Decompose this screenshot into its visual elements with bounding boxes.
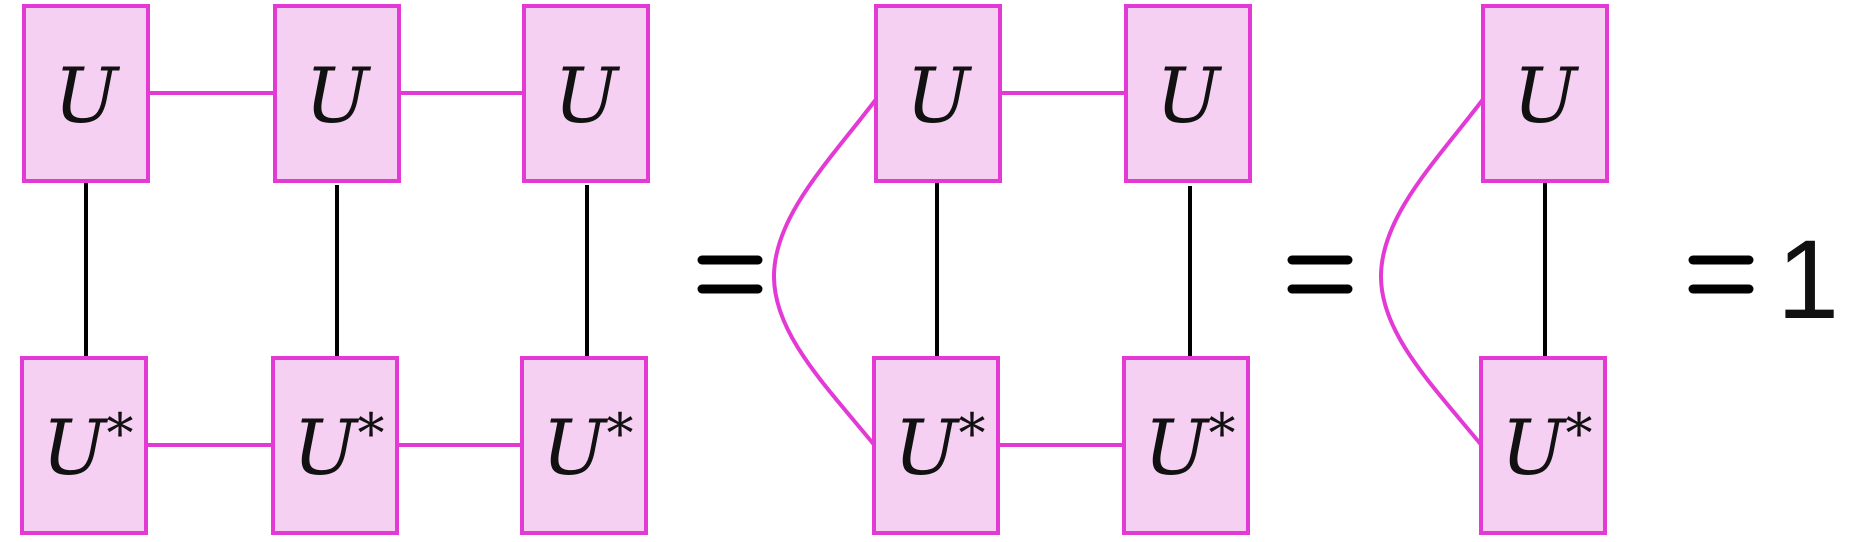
tensor-label: U — [894, 403, 961, 492]
tensor-u-conjugate: U * — [20, 356, 148, 535]
tensor-u: U — [1481, 4, 1609, 183]
result-value: 1 — [1777, 217, 1839, 342]
tensor-u: U — [273, 4, 401, 183]
tensor-label: U — [554, 51, 621, 140]
tensor-u-conjugate: U * — [520, 356, 648, 535]
tensor-u-conjugate: U * — [1122, 356, 1250, 535]
tensor-label: U — [1501, 403, 1568, 492]
equals-sign — [1287, 255, 1353, 294]
tensor-label: U — [305, 51, 372, 140]
tensor-label: U — [1156, 51, 1223, 140]
tensor-u: U — [22, 4, 150, 183]
group-two-sites: U U U * U * — [771, 4, 1252, 535]
tensor-u: U — [1124, 4, 1252, 183]
conjugate-mark: * — [959, 402, 986, 465]
contracted-loop — [771, 96, 882, 454]
tensor-label: U — [1513, 51, 1580, 140]
conjugate-mark: * — [358, 402, 385, 465]
tensor-u-conjugate: U * — [271, 356, 399, 535]
conjugate-mark: * — [107, 402, 134, 465]
tensor-label: U — [906, 51, 973, 140]
equals-sign — [1688, 255, 1754, 294]
tensor-label: U — [1144, 403, 1211, 492]
tensor-u-conjugate: U * — [1479, 356, 1607, 535]
tensor-label: U — [542, 403, 609, 492]
tensor-label: U — [54, 51, 121, 140]
tensor-label: U — [293, 403, 360, 492]
conjugate-mark: * — [1209, 402, 1236, 465]
conjugate-mark: * — [607, 402, 634, 465]
equals-sign — [697, 255, 763, 294]
tensor-u: U — [522, 4, 650, 183]
tensor-u: U — [874, 4, 1002, 183]
contracted-loop — [1378, 96, 1489, 454]
tensor-u-conjugate: U * — [872, 356, 1000, 535]
group-three-sites: U U U U * U * U * — [20, 4, 650, 535]
tensor-label: U — [42, 403, 109, 492]
group-one-site: U U * — [1378, 4, 1609, 535]
conjugate-mark: * — [1566, 402, 1593, 465]
